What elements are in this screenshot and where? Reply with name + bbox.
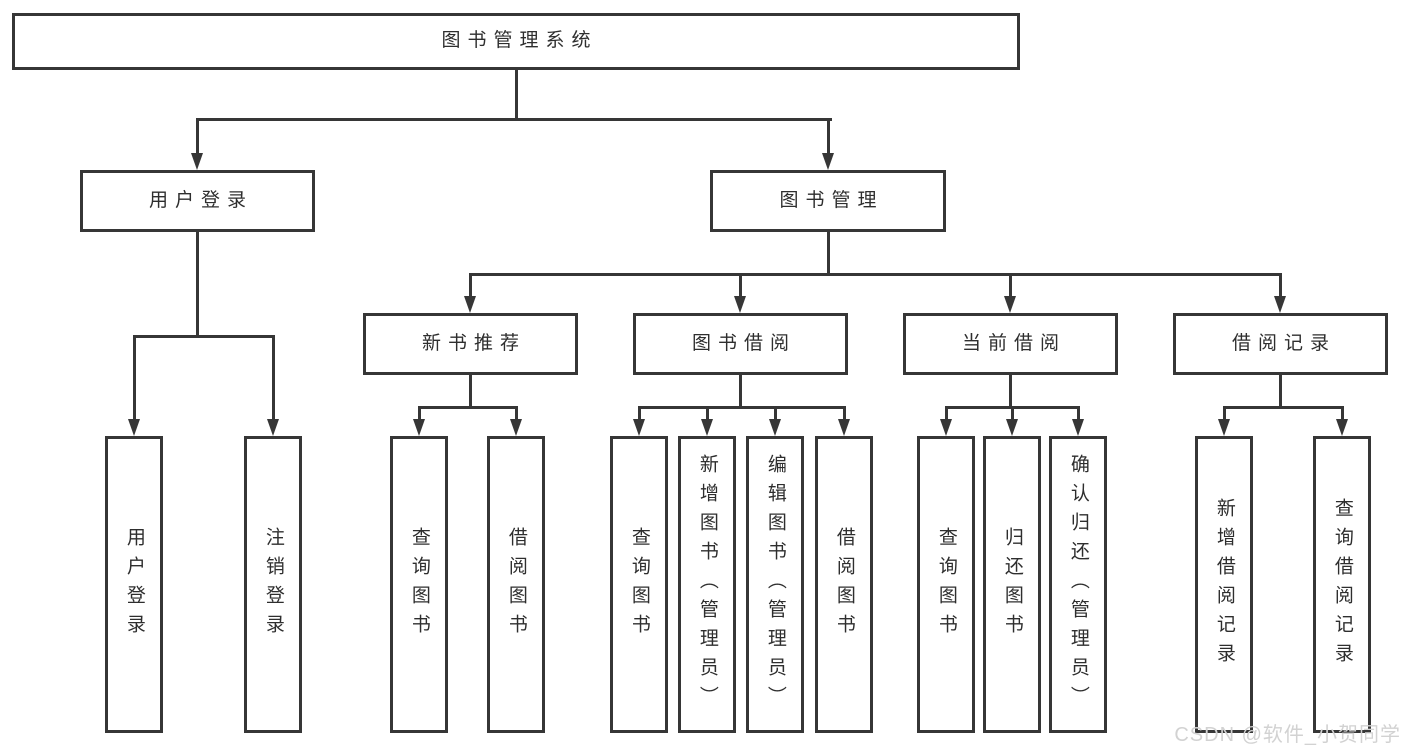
connector-records-split (1223, 406, 1343, 409)
connector-stub-leaf-login (133, 335, 136, 421)
arrowhead-bb-add (701, 419, 713, 436)
leaf-logout: 注销登录 (244, 436, 302, 733)
connector-stub-book-borrow (739, 273, 742, 299)
leaf-add-borrow-record: 新增借阅记录 (1195, 436, 1253, 733)
leaf-rec-query-books-label: 查询图书 (408, 526, 430, 643)
connector-stub-leaf-logout (272, 335, 275, 421)
connector-records-drop (1279, 375, 1282, 408)
connector-stub-cb-return (1011, 406, 1014, 422)
leaf-query-borrow-record: 查询借阅记录 (1313, 436, 1371, 733)
connector-stub-bb-add (706, 406, 709, 422)
connector-stub-cb-confirm (1077, 406, 1080, 422)
arrowhead-leaf-login (128, 419, 140, 436)
node-current-borrowing-label: 当前借阅 (961, 332, 1066, 354)
node-book-management-label: 图书管理 (779, 189, 884, 211)
node-borrowing-records-label: 借阅记录 (1231, 332, 1336, 354)
leaf-bb-query-books-label: 查询图书 (628, 526, 650, 643)
node-book-borrowing-label: 图书借阅 (691, 332, 796, 354)
arrowhead-rec-query (413, 419, 425, 436)
arrowhead-book-borrow (734, 296, 746, 313)
leaf-query-borrow-record-label: 查询借阅记录 (1331, 497, 1353, 672)
leaf-user-login-label: 用户登录 (123, 526, 145, 643)
arrowhead-bb-edit (769, 419, 781, 436)
arrowhead-rec-borrow (510, 419, 522, 436)
leaf-cb-confirm-return-admin-label: 确认归还（管理员） (1067, 454, 1089, 715)
arrowhead-new-book-rec (464, 296, 476, 313)
leaf-user-login: 用户登录 (105, 436, 163, 733)
connector-stub-rec-add-record (1223, 406, 1226, 422)
connector-stub-bb-query (638, 406, 641, 422)
connector-rec-split (418, 406, 518, 409)
connector-root-split (196, 118, 832, 121)
arrowhead-borrow-records (1274, 296, 1286, 313)
csdn-watermark: CSDN @软件_小贺同学 (1174, 724, 1401, 746)
connector-borrowing-split (638, 406, 845, 409)
leaf-cb-query-books: 查询图书 (917, 436, 975, 733)
leaf-cb-confirm-return-admin: 确认归还（管理员） (1049, 436, 1107, 733)
connector-stub-rec-query-record (1341, 406, 1344, 422)
leaf-cb-return-books-label: 归还图书 (1001, 526, 1023, 643)
connector-mgmt-split (469, 273, 1282, 276)
connector-stub-bb-borrow (843, 406, 846, 422)
connector-rec-drop (469, 375, 472, 408)
connector-current-drop (1009, 375, 1012, 408)
arrowhead-bb-borrow (838, 419, 850, 436)
leaf-rec-query-books: 查询图书 (390, 436, 448, 733)
connector-stub-cb-query (945, 406, 948, 422)
arrowhead-leaf-logout (267, 419, 279, 436)
connector-mgmt-drop (827, 232, 830, 275)
connector-stub-current-borrow (1009, 273, 1012, 299)
leaf-bb-add-books-admin-label: 新增图书（管理员） (696, 454, 718, 715)
arrowhead-user-login (191, 153, 203, 170)
leaf-bb-borrow-books-label: 借阅图书 (833, 526, 855, 643)
arrowhead-current-borrow (1004, 296, 1016, 313)
node-new-book-recommend: 新书推荐 (363, 313, 578, 375)
arrowhead-cb-return (1006, 419, 1018, 436)
connector-stub-borrow-records (1279, 273, 1282, 299)
leaf-bb-add-books-admin: 新增图书（管理员） (678, 436, 736, 733)
node-root-system: 图书管理系统 (12, 13, 1020, 70)
node-book-borrowing: 图书借阅 (633, 313, 848, 375)
arrowhead-cb-confirm (1072, 419, 1084, 436)
connector-stub-user-login (196, 118, 199, 155)
connector-stub-bb-edit (774, 406, 777, 422)
leaf-add-borrow-record-label: 新增借阅记录 (1213, 497, 1235, 672)
leaf-bb-query-books: 查询图书 (610, 436, 668, 733)
connector-login-split (133, 335, 275, 338)
connector-stub-rec-query (418, 406, 421, 422)
node-borrowing-records: 借阅记录 (1173, 313, 1388, 375)
connector-stub-book-mgmt (827, 118, 830, 155)
node-book-management: 图书管理 (710, 170, 946, 232)
arrowhead-book-mgmt (822, 153, 834, 170)
connector-stub-rec-borrow (515, 406, 518, 422)
arrowhead-cb-query (940, 419, 952, 436)
connector-stub-new-book-rec (469, 273, 472, 299)
node-root-system-label: 图书管理系统 (441, 30, 598, 52)
node-user-login-label: 用户登录 (148, 189, 253, 211)
leaf-cb-return-books: 归还图书 (983, 436, 1041, 733)
leaf-rec-borrow-books: 借阅图书 (487, 436, 545, 733)
leaf-rec-borrow-books-label: 借阅图书 (505, 526, 527, 643)
leaf-logout-label: 注销登录 (262, 526, 284, 643)
arrowhead-bb-query (633, 419, 645, 436)
leaf-bb-edit-books-admin: 编辑图书（管理员） (746, 436, 804, 733)
leaf-bb-borrow-books: 借阅图书 (815, 436, 873, 733)
connector-root-drop (515, 70, 518, 120)
arrowhead-rec-add-record (1218, 419, 1230, 436)
leaf-bb-edit-books-admin-label: 编辑图书（管理员） (764, 454, 786, 715)
arrowhead-rec-query-record (1336, 419, 1348, 436)
node-user-login: 用户登录 (80, 170, 315, 232)
connector-login-drop (196, 232, 199, 338)
node-new-book-recommend-label: 新书推荐 (421, 332, 526, 354)
leaf-cb-query-books-label: 查询图书 (935, 526, 957, 643)
node-current-borrowing: 当前借阅 (903, 313, 1118, 375)
connector-borrowing-drop (739, 375, 742, 408)
